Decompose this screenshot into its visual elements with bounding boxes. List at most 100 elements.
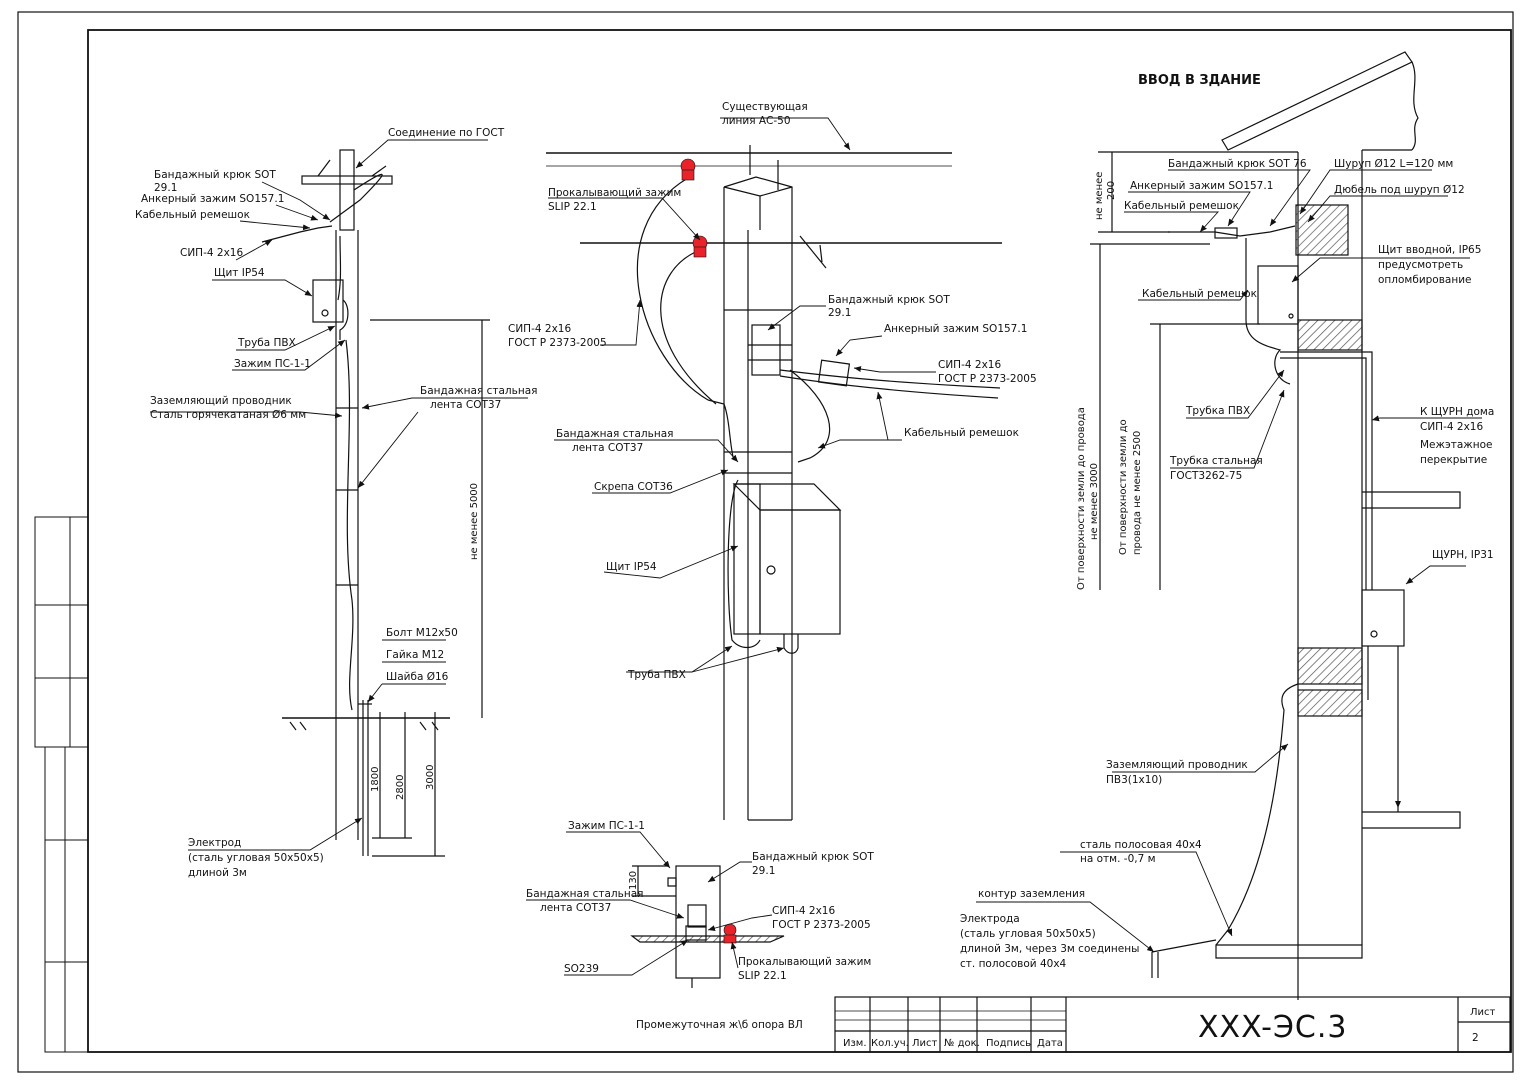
label-right-zazem-1: Заземляющий проводник	[1106, 759, 1248, 771]
label-shaiba: Шайба Ø16	[386, 671, 449, 683]
dim-ot-pov-2b: провода не менее 2500	[1132, 431, 1143, 555]
label-right-k-shchu-2: СИП-4 2х16	[1420, 421, 1483, 433]
title-list: Лист	[912, 1038, 938, 1049]
sheet-number: 2	[1472, 1032, 1479, 1044]
label-kab-remeshok-mid: Кабельный ремешок	[904, 427, 1019, 439]
label-band-kryuk-mid-2: 29.1	[828, 307, 851, 319]
label-truba: Труба ПВХ	[237, 337, 296, 349]
label-sip-l-2: ГОСТ Р 2373-2005	[508, 337, 607, 349]
building-entry-title: ВВОД В ЗДАНИЕ	[1138, 73, 1261, 88]
label-bolt: Болт М12х50	[386, 627, 458, 639]
label-gaika: Гайка М12	[386, 649, 444, 661]
label-right-kab-remeshok-2: Кабельный ремешок	[1142, 288, 1257, 300]
title-kol-uch: Кол.уч.	[871, 1038, 909, 1049]
label-detail-lenta-2: лента СОТ37	[540, 902, 611, 914]
dim-ne-menee-1: не менее	[1094, 172, 1105, 220]
label-right-shchurn: ЩУРН, IP31	[1432, 549, 1494, 561]
label-elektrod-3: длиной 3м	[188, 867, 247, 879]
title-block	[834, 996, 1511, 1053]
middle-pole-view	[546, 145, 1002, 821]
dim-2800: 2800	[395, 775, 406, 800]
label-right-el-4: ст. полосовой 40х4	[960, 958, 1067, 970]
label-band-kryuk-2: 29.1	[154, 182, 177, 194]
label-sush-1: Существующая	[722, 101, 808, 113]
label-right-zazem-2: ПВ3(1х10)	[1106, 774, 1162, 786]
label-sip-r-1: СИП-4 2х16	[938, 359, 1001, 371]
label-right-trubka-pvh: Трубка ПВХ	[1185, 405, 1250, 417]
label-ankernyi-mid: Анкерный зажим SO157.1	[884, 323, 1027, 335]
label-sip: СИП-4 2х16	[180, 247, 243, 259]
label-elektrod-1: Электрод	[188, 837, 241, 849]
left-leaders	[150, 139, 528, 851]
label-right-el-1: Электрода	[960, 913, 1020, 925]
sheet-label: Лист	[1470, 1007, 1496, 1018]
label-lenta-1: Бандажная стальная	[420, 385, 537, 397]
title-data: Дата	[1037, 1038, 1063, 1049]
title-n-dok: № док.	[944, 1038, 980, 1049]
label-right-mezh-2: перекрытие	[1420, 454, 1487, 466]
label-right-shurup: Шуруп Ø12 L=120 мм	[1334, 158, 1453, 170]
label-detail-lenta-1: Бандажная стальная	[526, 888, 643, 900]
label-right-kontur: контур заземления	[978, 888, 1085, 900]
label-sip-l-1: СИП-4 2х16	[508, 323, 571, 335]
dim-ot-pov-2a: От поверхности земли до	[1118, 419, 1129, 555]
dim-ne-menee-2: 200	[1106, 181, 1117, 200]
label-right-shchit-v-1: Щит вводной, IP65	[1378, 244, 1481, 256]
dim-3000: 3000	[425, 765, 436, 790]
label-ankernyi: Анкерный зажим SO157.1	[141, 193, 284, 205]
label-right-el-2: (сталь угловая 50х50х5)	[960, 928, 1096, 940]
label-zazem-2: Сталь горячекатаная Ø6 мм	[150, 409, 306, 421]
label-lenta-2: лента СОТ37	[430, 399, 501, 411]
label-detail-prok-1: Прокалывающий зажим	[738, 956, 871, 968]
label-detail-band-1: Бандажный крюк SOT	[752, 851, 874, 863]
label-right-kab-remeshok: Кабельный ремешок	[1124, 200, 1239, 212]
label-zazem-1: Заземляющий проводник	[150, 395, 292, 407]
label-sip-r-2: ГОСТ Р 2373-2005	[938, 373, 1037, 385]
left-margin-table	[34, 516, 89, 1053]
label-right-trubka-st-2: ГОСТ3262-75	[1170, 470, 1242, 482]
dim-130: 130	[628, 871, 639, 890]
label-truba-mid: Труба ПВХ	[627, 669, 686, 681]
dim-ot-pov-1b: не менее 3000	[1089, 463, 1100, 540]
label-shchit: Щит IP54	[214, 267, 265, 279]
label-right-mezh-1: Межэтажное	[1420, 439, 1493, 451]
middle-leaders	[548, 117, 936, 673]
label-so239: SO239	[564, 963, 599, 975]
drawing-code: XXX-ЭС.3	[1198, 1010, 1348, 1045]
label-right-stal-1: сталь полосовая 40х4	[1080, 839, 1202, 851]
label-detail-band-2: 29.1	[752, 865, 775, 877]
left-pole-view	[261, 149, 490, 857]
dim-1800: 1800	[370, 767, 381, 792]
label-shchit-mid: Щит IP54	[606, 561, 657, 573]
detail-red-clamp	[723, 923, 737, 944]
label-kab-remeshok: Кабельный ремешок	[135, 209, 250, 221]
label-band-kryuk-1: Бандажный крюк SOT	[154, 169, 276, 181]
dim-ot-pov-1a: От поверхности земли до провода	[1076, 407, 1087, 590]
label-band-kryuk-mid-1: Бандажный крюк SOT	[828, 294, 950, 306]
detail-caption: Промежуточная ж\б опора ВЛ	[636, 1019, 803, 1031]
title-izm: Изм.	[843, 1038, 867, 1049]
label-lenta-mid-1: Бандажная стальная	[556, 428, 673, 440]
dim-ne-menee-5000: не менее 5000	[469, 483, 480, 560]
label-right-dyubel: Дюбель под шуруп Ø12	[1334, 184, 1465, 196]
label-detail-sip-1: СИП-4 2х16	[772, 905, 835, 917]
label-detail-prok-2: SLIP 22.1	[738, 970, 787, 982]
label-lenta-mid-2: лента СОТ37	[572, 442, 643, 454]
label-prok-1: Прокалывающий зажим	[548, 187, 681, 199]
label-right-trubka-st-1: Трубка стальная	[1169, 455, 1263, 467]
label-detail-zazhim: Зажим ПС-1-1	[568, 820, 645, 832]
label-elektrod-2: (сталь угловая 50х50х5)	[188, 852, 324, 864]
label-right-k-shchu-1: К ЩУРН дома	[1420, 406, 1494, 418]
right-leaders	[976, 169, 1482, 953]
title-podpis: Подпись	[986, 1038, 1031, 1049]
label-prok-2: SLIP 22.1	[548, 201, 597, 213]
label-right-el-3: длиной 3м, через 3м соединены	[960, 943, 1139, 955]
label-right-band: Бандажный крюк SOT 76	[1168, 158, 1307, 170]
label-right-stal-2: на отм. -0,7 м	[1080, 853, 1156, 865]
label-skrepa: Скрепа СОТ36	[594, 481, 673, 493]
label-detail-sip-2: ГОСТ Р 2373-2005	[772, 919, 871, 931]
detail-leaders	[526, 831, 773, 976]
label-soedinenie: Соединение по ГОСТ	[388, 127, 505, 139]
label-right-shchit-v-2: предусмотреть	[1378, 259, 1463, 271]
